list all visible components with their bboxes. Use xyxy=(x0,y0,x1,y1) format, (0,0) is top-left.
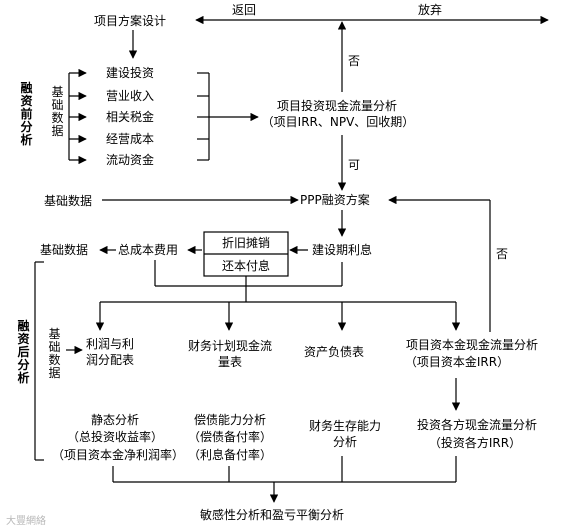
total-cost: 总成本费用 xyxy=(118,243,179,257)
financial-plan-cashflow-table: 财务计划现金流量表 xyxy=(188,339,273,369)
financial-survival-analysis: 财务生存能力分析 xyxy=(308,419,381,449)
sensitivity-breakeven-analysis: 敏感性分析和盈亏平衡分析 xyxy=(200,508,345,522)
debt-capacity-sub1: （偿债备付率） xyxy=(187,430,272,444)
balance-sheet: 资产负债表 xyxy=(304,345,365,359)
debt-capacity-sub2: （利息备付率） xyxy=(187,448,272,462)
pre-basic-label: 基础数据 xyxy=(51,85,64,138)
basic-data-ppp: 基础数据 xyxy=(44,194,93,208)
item-related-taxes: 相关税金 xyxy=(106,110,155,124)
watermark: 大豐網絡 xyxy=(6,516,46,527)
no-label-right: 否 xyxy=(496,247,509,261)
no-label-top: 否 xyxy=(348,54,361,68)
debt-capacity-analysis: 偿债能力分析 xyxy=(193,413,266,427)
static-analysis-sub1: （总投资收益率） xyxy=(66,430,163,444)
static-analysis: 静态分析 xyxy=(90,413,139,427)
construction-interest: 建设期利息 xyxy=(312,243,373,257)
pre-financing-side-label: 融资前分析 xyxy=(20,81,33,147)
capital-cashflow-analysis: 项目资本金现金流量分析 xyxy=(405,338,538,352)
capital-cashflow-subtitle: （项目资本金IRR） xyxy=(404,355,510,369)
investors-cashflow-subtitle: （投资各方IRR） xyxy=(428,436,522,450)
project-cashflow-analysis: 项目投资现金流量分析 xyxy=(276,99,397,113)
post-financing-side-label: 融资后分析 xyxy=(17,319,30,385)
return-label: 返回 xyxy=(232,3,257,17)
abandon-label: 放弃 xyxy=(418,3,443,17)
profit-distribution-table: 利润与利润分配表 xyxy=(86,337,135,367)
item-operating-cost: 经营成本 xyxy=(106,132,155,146)
item-working-capital: 流动资金 xyxy=(106,153,155,167)
item-construction-investment: 建设投资 xyxy=(106,66,155,80)
ppp-financing-plan: PPP融资方案 xyxy=(300,193,370,207)
depreciation-amortization: 折旧摊销 xyxy=(221,236,270,250)
post-basic-label: 基础数据 xyxy=(48,327,61,380)
yes-label: 可 xyxy=(348,158,361,172)
design-label: 项目方案设计 xyxy=(94,14,167,28)
project-cashflow-subtitle: （项目IRR、NPV、回收期） xyxy=(261,115,415,129)
basic-data-cost: 基础数据 xyxy=(40,243,89,257)
static-analysis-sub2: （项目资本金净利润率） xyxy=(51,448,184,462)
investors-cashflow-analysis: 投资各方现金流量分析 xyxy=(416,418,537,432)
item-operating-revenue: 营业收入 xyxy=(106,89,155,103)
principal-interest-repayment: 还本付息 xyxy=(221,259,270,273)
